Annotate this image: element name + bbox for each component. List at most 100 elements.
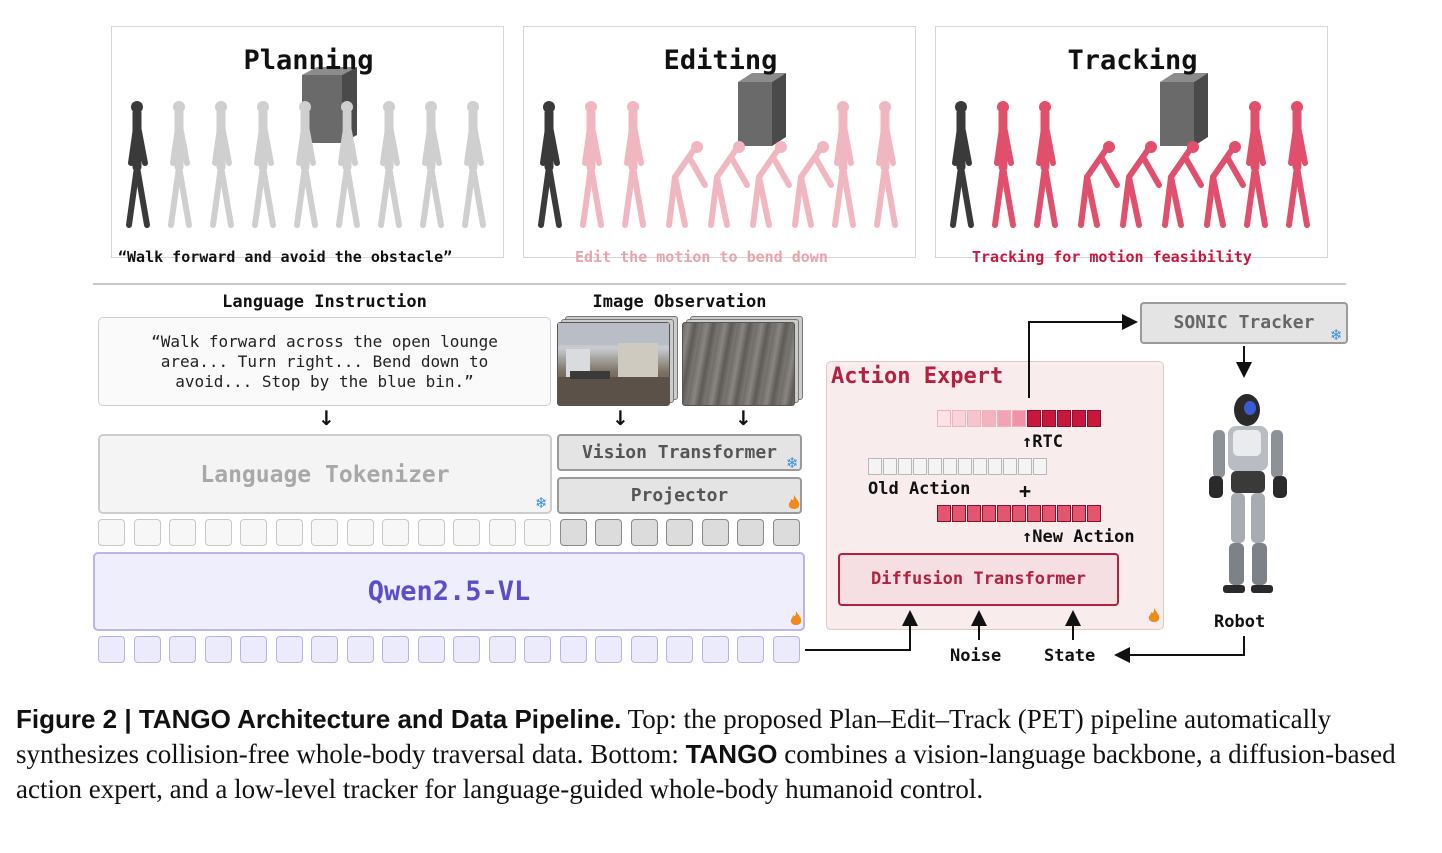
action-cell <box>898 458 912 475</box>
humanoid-pose <box>294 101 318 228</box>
action-cell <box>967 505 981 522</box>
action-cell <box>1033 458 1047 475</box>
editing-panel: Editing <box>523 26 916 258</box>
token <box>98 519 125 546</box>
token <box>453 519 480 546</box>
humanoid-pose <box>126 101 150 228</box>
token <box>169 636 196 663</box>
humanoid-pose <box>950 101 974 228</box>
token <box>488 519 516 546</box>
humanoid-pose <box>874 101 898 228</box>
robot-label: Robot <box>1214 612 1266 632</box>
action-cell <box>1003 458 1017 475</box>
rtc-text: RTC <box>1032 432 1063 452</box>
plus-sign: + <box>1019 479 1032 503</box>
token <box>488 636 516 663</box>
action-cell <box>997 410 1011 427</box>
token <box>169 519 196 546</box>
snowflake-icon: ❄ <box>535 494 548 512</box>
token <box>772 519 800 546</box>
caption-part2: combines a vision-language backbone, a d… <box>16 739 1396 804</box>
snowflake-icon: ❄ <box>786 454 799 472</box>
language-instruction-header: Language Instruction <box>222 292 427 312</box>
humanoid-pose <box>1286 101 1310 228</box>
qwen-backbone-block: Qwen2.5-VL <box>93 552 805 631</box>
humanoid-pose <box>420 101 444 228</box>
old-action-label: Old Action <box>868 479 971 499</box>
action-cell <box>988 458 1002 475</box>
humanoid-pose <box>792 141 834 228</box>
action-cell <box>928 458 942 475</box>
tracking-caption: Tracking for motion feasibility <box>972 248 1252 266</box>
token <box>595 519 622 546</box>
section-divider <box>93 283 1346 285</box>
humanoid-pose <box>210 101 234 228</box>
action-cell <box>973 458 987 475</box>
action-cell <box>943 458 957 475</box>
snowflake-icon: ❄ <box>1330 326 1343 344</box>
rtc-label: ↑RTC <box>1022 432 1063 452</box>
humanoid-pose <box>1120 141 1162 228</box>
arrow-down-icon: ↓ <box>612 406 629 430</box>
planning-panel: Planning <box>111 26 504 258</box>
action-cell <box>1012 410 1026 427</box>
action-cell <box>913 458 927 475</box>
projector-block: Projector <box>557 477 802 514</box>
diffusion-transformer-block: Diffusion Transformer <box>838 553 1119 606</box>
token <box>275 636 303 663</box>
token <box>417 636 445 663</box>
noise-label: Noise <box>950 646 1002 666</box>
humanoid-pose <box>1034 101 1058 228</box>
image-observation-header: Image Observation <box>592 292 767 312</box>
panel-title: Planning <box>243 45 374 76</box>
token <box>595 636 622 663</box>
token <box>630 636 658 663</box>
language-tokenizer-block: Language Tokenizer <box>98 434 552 514</box>
token <box>346 519 374 546</box>
token <box>417 519 445 546</box>
arrow-down-icon: ↓ <box>735 406 752 430</box>
action-cell <box>952 410 966 427</box>
token <box>133 519 161 546</box>
vision-transformer-block: Vision Transformer <box>557 434 802 471</box>
token <box>701 636 729 663</box>
humanoid-pose <box>168 101 192 228</box>
new-action-text: New Action <box>1032 527 1135 547</box>
arrow-down-icon: ↓ <box>318 406 335 430</box>
flame-icon <box>790 611 802 625</box>
humanoid-pose <box>336 101 360 228</box>
action-cell <box>1072 505 1086 522</box>
token <box>240 519 267 546</box>
action-cell <box>1018 458 1032 475</box>
token <box>524 519 551 546</box>
humanoid-pose <box>580 101 604 228</box>
action-cell <box>967 410 981 427</box>
caption-part1: Top: the proposed Plan–Edit–Track (PET) … <box>16 704 1332 769</box>
humanoid-pose <box>750 141 792 228</box>
token <box>382 636 409 663</box>
flame-icon <box>788 495 800 509</box>
token <box>524 636 551 663</box>
token <box>453 636 480 663</box>
humanoid-pose <box>992 101 1016 228</box>
token <box>772 636 800 663</box>
token <box>346 636 374 663</box>
humanoid-pose <box>1162 141 1204 228</box>
humanoid-pose <box>538 101 562 228</box>
humanoid-pose <box>832 101 856 228</box>
token <box>559 636 587 663</box>
language-instruction-box: “Walk forward across the open lounge are… <box>98 317 551 406</box>
panel-title: Editing <box>663 45 778 76</box>
action-cell <box>1087 410 1101 427</box>
humanoid-pose <box>1244 101 1268 228</box>
token <box>98 636 125 663</box>
action-cell <box>982 410 996 427</box>
action-cell <box>883 458 897 475</box>
new-action-label: ↑New Action <box>1022 527 1135 547</box>
token <box>204 519 232 546</box>
action-cell <box>1042 505 1056 522</box>
state-label: State <box>1044 646 1096 666</box>
humanoid-pose <box>252 101 276 228</box>
action-cell <box>937 505 951 522</box>
humanoid-pose <box>622 101 646 228</box>
